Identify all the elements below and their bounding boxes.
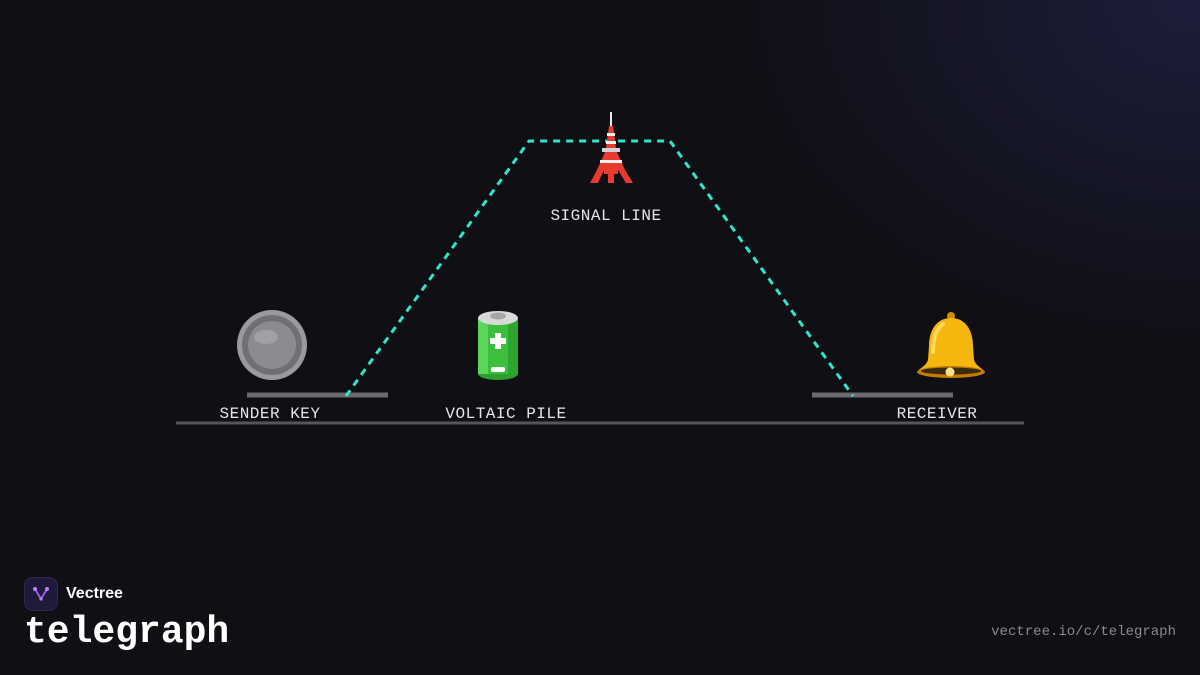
receiver-label: RECEIVER	[897, 405, 978, 423]
vectree-logo-icon	[24, 577, 58, 611]
signal-line-label: SIGNAL LINE	[550, 207, 661, 225]
voltaic-pile-label: VOLTAIC PILE	[445, 405, 566, 423]
page-url[interactable]: vectree.io/c/telegraph	[991, 624, 1176, 640]
battery-icon	[478, 311, 518, 380]
brand-name: Vectree	[66, 585, 123, 602]
bell-icon	[917, 312, 985, 378]
page-title: telegraph	[24, 611, 230, 654]
key-button-icon	[237, 310, 307, 380]
tower-icon	[590, 112, 633, 183]
sender-key-label: SENDER KEY	[219, 405, 320, 423]
brand: Vectree	[24, 577, 123, 611]
signal-wire	[344, 139, 855, 397]
